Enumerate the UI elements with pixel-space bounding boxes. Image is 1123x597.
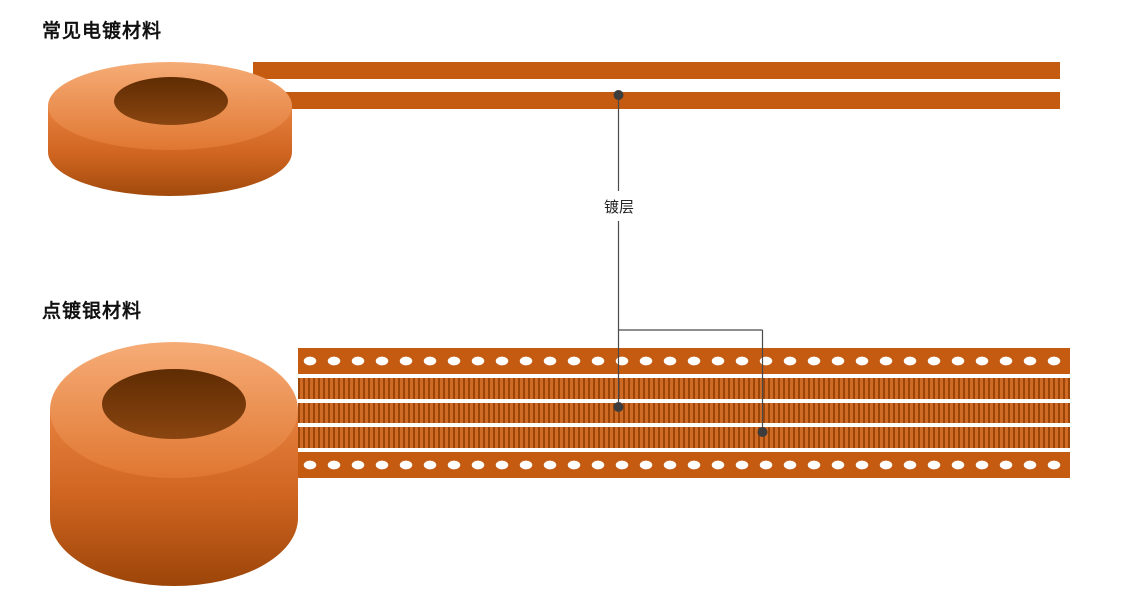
strip-bottom-separator	[298, 374, 1070, 378]
strip-bottom-separator	[298, 398, 1070, 403]
strip-bottom-bottom-dotted-band	[298, 452, 1070, 479]
strip-bottom-striped-band-1	[298, 378, 1070, 399]
strip-bottom-separator	[298, 423, 1070, 428]
copper-coil-small-illustration	[48, 62, 292, 196]
strip-top-plating-gap	[253, 79, 1060, 92]
strip-bottom-striped-band-2	[298, 402, 1070, 424]
strip-top-upper-band	[253, 62, 1060, 79]
section-title-spot-silver: 点镀银材料	[42, 301, 143, 322]
plating-layer-label: 镀层	[594, 196, 644, 217]
coil-small-hole	[114, 77, 228, 125]
plated-strip-common	[253, 62, 1060, 109]
section-title-common-plating: 常见电镀材料	[42, 21, 163, 42]
strip-bottom-striped-band-3	[298, 427, 1070, 449]
copper-coil-large-illustration	[50, 342, 298, 586]
coil-large-hole	[102, 369, 246, 439]
strip-bottom-top-dotted-band	[298, 348, 1070, 374]
strip-top-lower-band	[253, 92, 1060, 109]
plated-strip-spot-silver	[298, 348, 1070, 479]
strip-bottom-separator	[298, 448, 1070, 453]
